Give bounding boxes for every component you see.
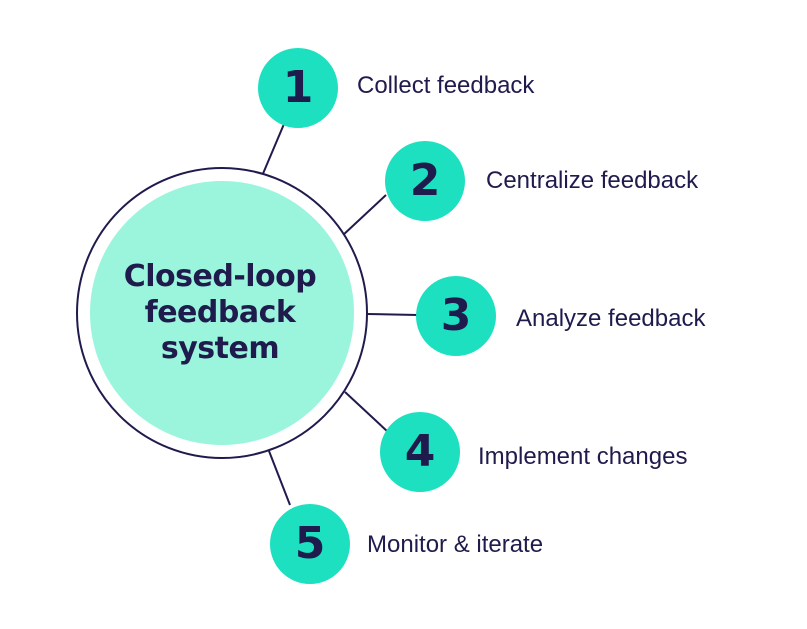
connector-step-3: [366, 313, 419, 316]
center-title-line-3: system: [160, 331, 280, 366]
step-label-1: Collect feedback: [357, 72, 535, 99]
center-title: Closed-loop feedback system: [92, 244, 348, 382]
step-label-4: Implement changes: [478, 443, 688, 470]
step-number-1: 1: [282, 62, 314, 113]
connector-step-4: [344, 391, 389, 433]
connector-step-1: [261, 123, 285, 177]
step-number-4: 4: [404, 426, 436, 477]
step-number-2: 2: [409, 155, 441, 206]
step-label-3: Analyze feedback: [516, 305, 706, 332]
step-label-2: Centralize feedback: [486, 167, 699, 194]
step-circle-1: [258, 48, 338, 128]
center-fill-circle: [90, 181, 354, 445]
center-title-line-1: Closed-loop: [123, 259, 317, 294]
step-number-5: 5: [294, 518, 326, 569]
step-label-5: Monitor & iterate: [367, 531, 544, 558]
center-title-line-2: feedback: [144, 295, 296, 330]
connector-step-5: [268, 450, 291, 506]
step-circle-3: [416, 276, 496, 356]
connector-step-2: [341, 194, 387, 237]
step-circle-4: [380, 412, 460, 492]
step-number-3: 3: [440, 290, 472, 341]
step-circle-2: [385, 141, 465, 221]
step-circle-5: [270, 504, 350, 584]
